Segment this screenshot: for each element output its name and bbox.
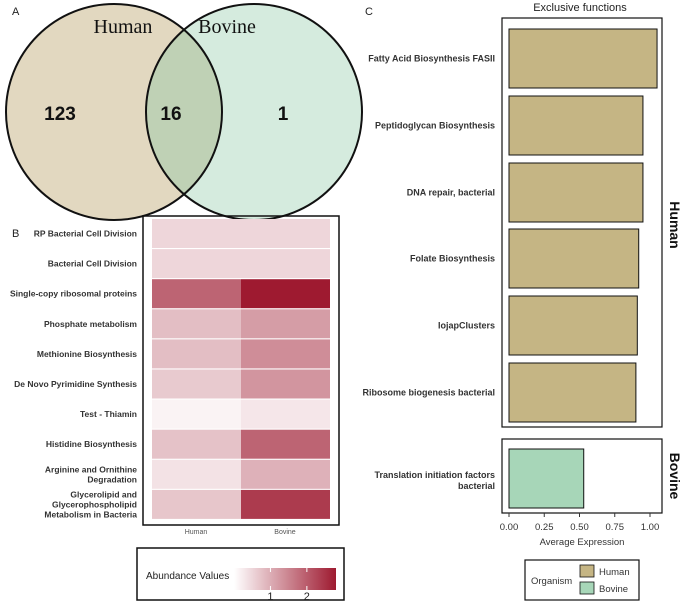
facet-strip-human: Human [667, 201, 683, 248]
bar-category-label: Fatty Acid Biosynthesis FASII [368, 54, 495, 64]
heatmap-cell [152, 429, 241, 459]
heatmap-cell [241, 219, 330, 248]
heatmap-cell [152, 219, 241, 248]
bar-human [508, 295, 638, 356]
bar-x-axis: 0.00 0.25 0.50 0.75 1.00 [500, 513, 660, 533]
panel-label-c: C [365, 6, 373, 18]
bar-category-labels: Fatty Acid Biosynthesis FASII Peptidoglyc… [362, 54, 495, 492]
heatmap-cell [241, 369, 330, 399]
heatmap-cell [152, 399, 241, 429]
bar-x-tick-label: 0.00 [500, 522, 519, 533]
heatmap-cell [152, 459, 241, 489]
venn-set-label-bovine: Bovine [198, 16, 256, 38]
legend-swatch-bovine [579, 581, 595, 595]
bar-human [508, 95, 644, 156]
bar-chart-title: Exclusive functions [533, 2, 627, 14]
heatmap-cell [152, 489, 241, 519]
bar-x-axis-label: Average Expression [540, 537, 625, 548]
heatmap-frame [142, 215, 340, 526]
venn-set-label-human: Human [94, 16, 153, 38]
heatmap-cell [241, 399, 330, 429]
bar-x-tick-label: 0.25 [535, 522, 554, 533]
bar-human [508, 28, 658, 89]
venn-diagram: Human Bovine 123 16 1 [5, 3, 363, 221]
bar-human [508, 362, 637, 423]
heatmap-cell [241, 309, 330, 339]
heatmap-cell [241, 489, 330, 519]
bar-category-label: Folate Biosynthesis [410, 254, 495, 264]
heatmap-row-label: Bacterial Cell Division [48, 259, 137, 269]
venn-count-intersection: 16 [160, 104, 181, 125]
bar-bovine [508, 448, 585, 509]
panel-label-a: A [12, 6, 20, 18]
heatmap-legend-gradient [234, 568, 336, 590]
bar-category-label: IojapClusters [438, 321, 495, 331]
bar-human [508, 228, 640, 289]
heatmap-row-label: Methionine Biosynthesis [37, 349, 137, 359]
legend-label-bovine: Bovine [599, 584, 628, 595]
facet-strip-bovine: Bovine [667, 453, 683, 500]
heatmap-cell [152, 309, 241, 339]
heatmap-cell [241, 249, 330, 279]
heatmap-row-label: Test - Thiamin [80, 409, 137, 419]
heatmap-col-label-bovine: Bovine [274, 529, 296, 536]
heatmap-col-label-human: Human [185, 529, 208, 536]
heatmap-row-label: RP Bacterial Cell Division [34, 229, 137, 239]
heatmap-row-label: Single-copy ribosomal proteins [10, 289, 137, 299]
bar-x-tick-label: 0.50 [570, 522, 589, 533]
heatmap-cell [152, 369, 241, 399]
heatmap-cell [241, 459, 330, 489]
heatmap-cell [152, 339, 241, 369]
heatmap-row-label: De Novo Pyrimidine Synthesis [14, 379, 137, 389]
heatmap-cell [241, 429, 330, 459]
venn-outline-human [5, 3, 223, 221]
bar-human [508, 162, 644, 223]
heatmap-cell [241, 339, 330, 369]
bar-category-label: Ribosome biogenesis bacterial [362, 388, 495, 398]
bar-category-label: Peptidoglycan Biosynthesis [375, 121, 495, 131]
legend-label-human: Human [599, 567, 630, 578]
heatmap-cell [152, 249, 241, 279]
heatmap-cells [152, 219, 330, 519]
panel-label-b: B [12, 228, 19, 240]
venn-count-bovine-only: 1 [278, 104, 289, 125]
venn-count-human-only: 123 [44, 104, 76, 125]
bar-x-tick-label: 0.75 [606, 522, 625, 533]
heatmap-cell [152, 279, 241, 309]
organism-legend-title: Organism [531, 576, 572, 587]
heatmap-legend-tick-label: 2 [304, 591, 310, 603]
bar-x-tick-label: 1.00 [641, 522, 660, 533]
heatmap-row-label: Phosphate metabolism [44, 319, 137, 329]
bar-category-label: DNA repair, bacterial [407, 188, 495, 198]
heatmap-legend-title: Abundance Values [146, 571, 229, 582]
venn-overlap [146, 29, 223, 195]
legend-swatch-human [579, 564, 595, 578]
heatmap-cell [241, 279, 330, 309]
heatmap-legend-tick-label: 1 [267, 591, 273, 603]
heatmap-row-label: Histidine Biosynthesis [46, 439, 137, 449]
bars [508, 28, 658, 509]
